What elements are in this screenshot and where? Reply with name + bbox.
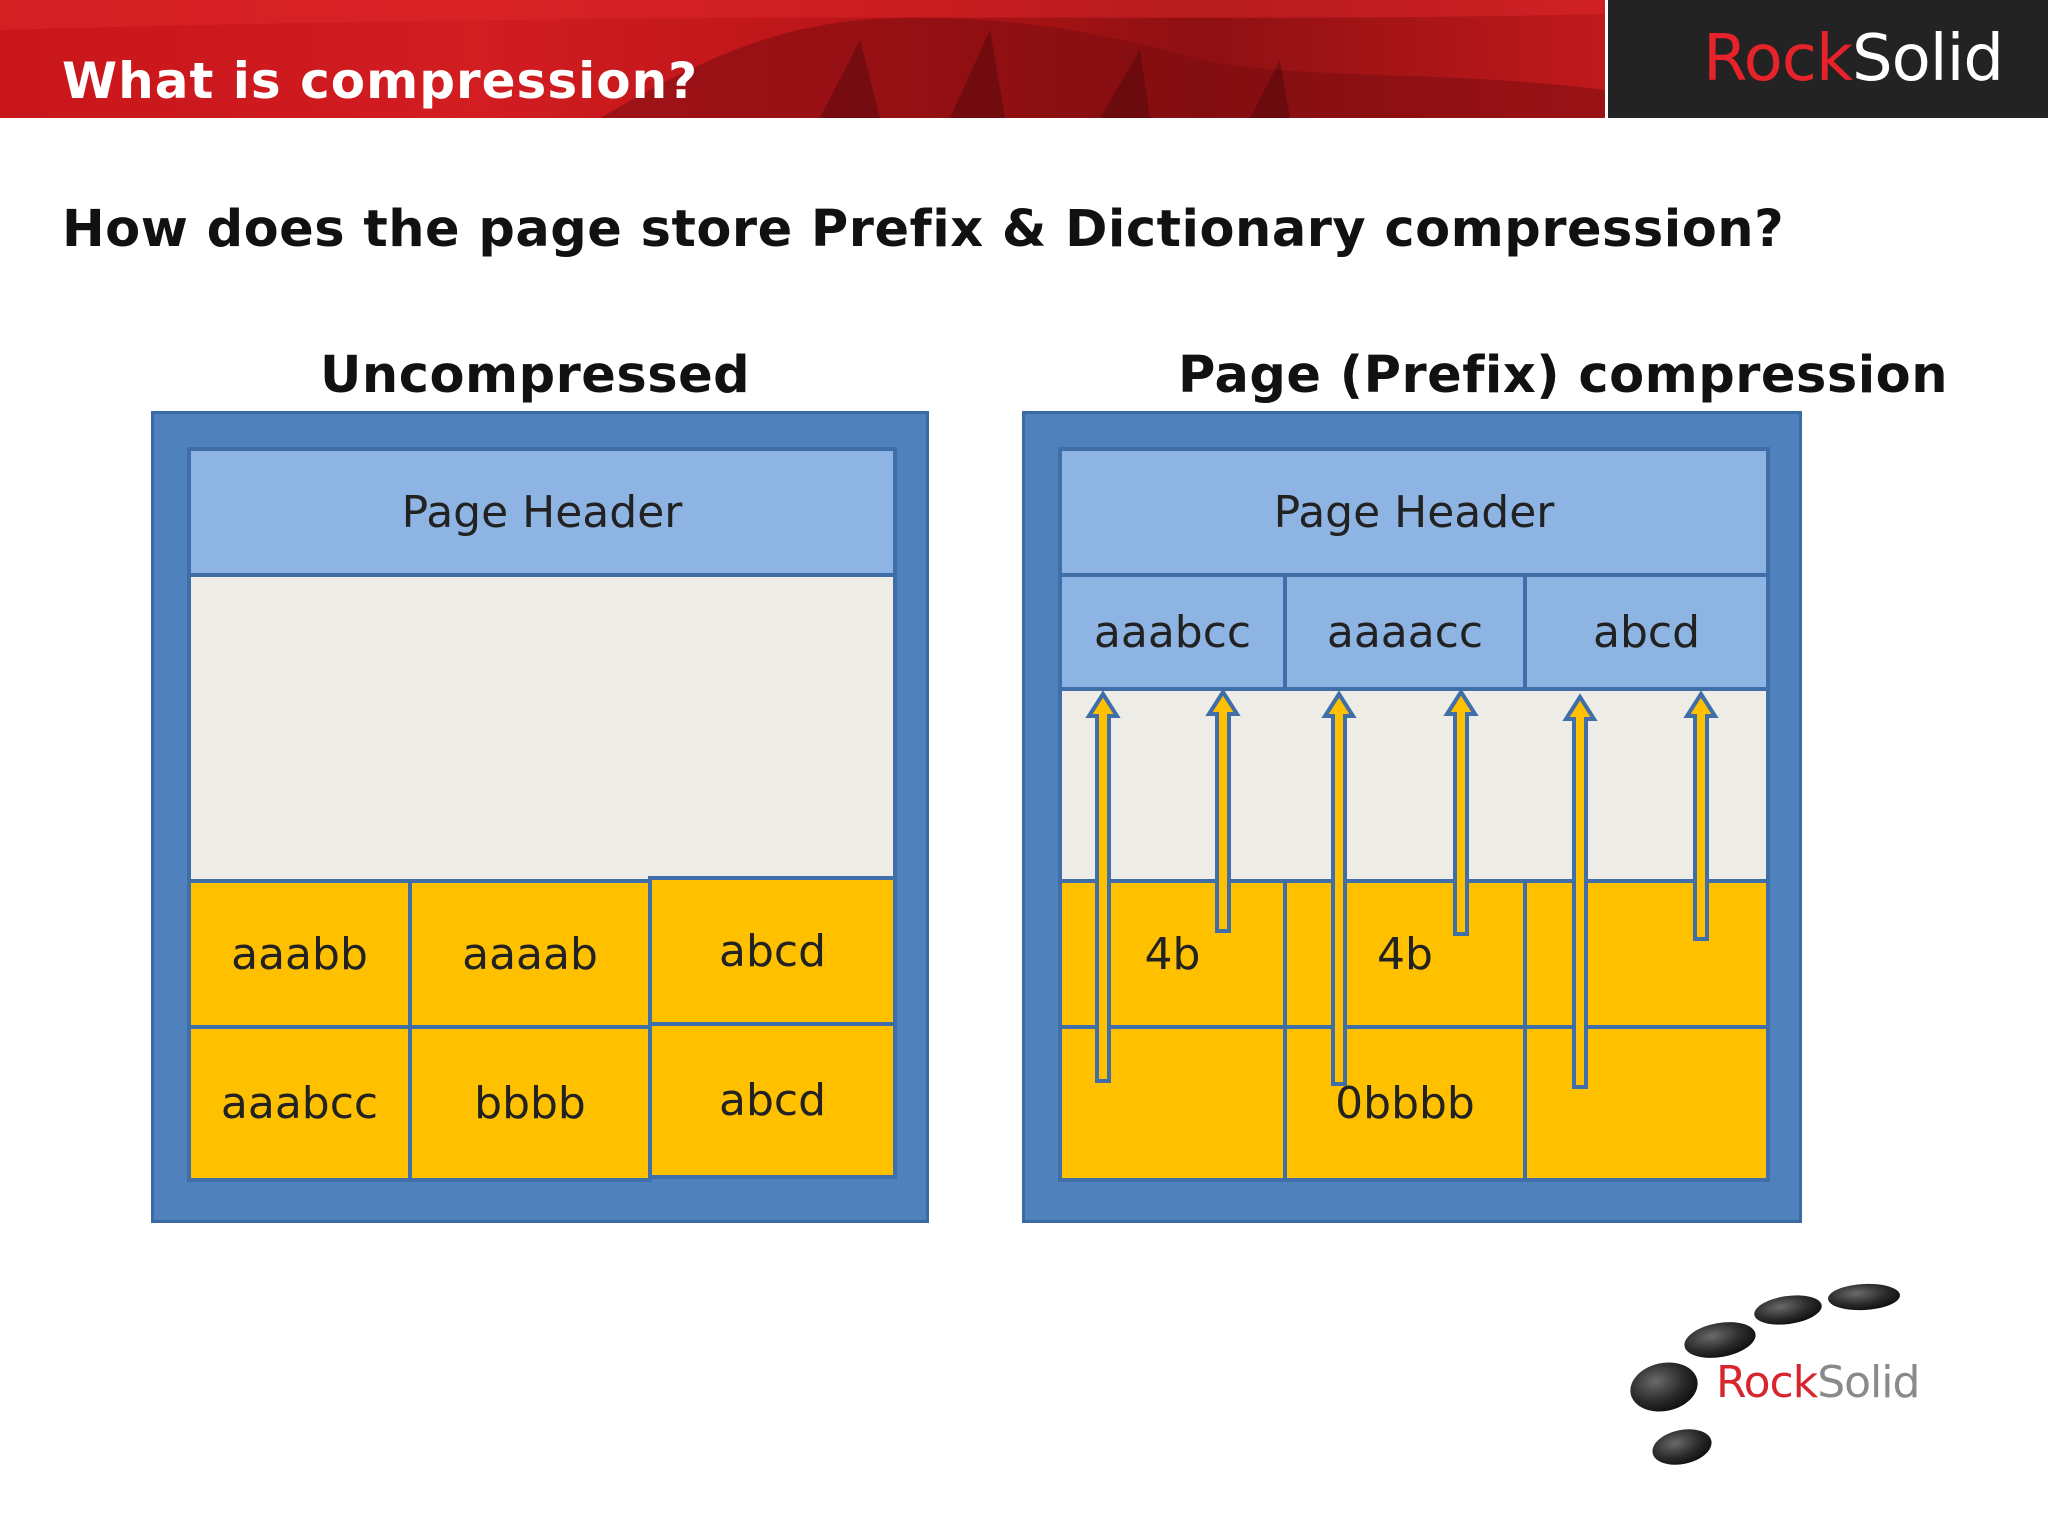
pointer-arrow (1085, 690, 1121, 1083)
data-cell (1523, 1025, 1770, 1182)
prefix-cell: aaaacc (1283, 573, 1527, 691)
footer-logo: RockSolid (1620, 1275, 1920, 1475)
pointer-arrow (1562, 693, 1598, 1089)
header-logo-text: RockSolid (1703, 22, 2004, 96)
slide-subtitle: How does the page store Prefix & Diction… (62, 200, 1785, 259)
data-cell: bbbb (408, 1025, 652, 1182)
data-cell: aaaab (408, 879, 652, 1029)
banner-photo (0, 0, 1605, 118)
uncompressed-title: Uncompressed (320, 346, 751, 405)
data-cell: 0bbbb (1283, 1025, 1527, 1182)
logo-solid: Solid (1852, 22, 2004, 96)
page-header: Page Header (187, 447, 897, 577)
data-cell: aaabb (187, 879, 412, 1029)
pointer-arrow (1205, 688, 1241, 933)
pointer-arrow (1683, 690, 1719, 941)
header-logo: RockSolid (1605, 0, 2048, 118)
pointer-arrows (1085, 688, 1719, 1089)
free-space (187, 577, 897, 879)
data-cell: abcd (648, 876, 897, 1026)
compressed-page: Page Header aaabcc aaaacc abcd 4b 4b 0bb… (1022, 411, 1802, 1223)
title-banner: What is compression? RockSolid (0, 0, 2048, 118)
prefix-cell: abcd (1523, 573, 1770, 691)
page-header: Page Header (1058, 447, 1770, 577)
footer-logo-text: RockSolid (1716, 1357, 1920, 1408)
logo-rock: Rock (1703, 22, 1853, 96)
free-space (1058, 691, 1770, 883)
slide-title: What is compression? (62, 52, 699, 110)
uncompressed-page: Page Header aaabb aaaab abcd aaabcc bbbb… (151, 411, 929, 1223)
data-cell (1523, 879, 1770, 1029)
footer-logo-solid: Solid (1817, 1357, 1920, 1408)
compressed-title: Page (Prefix) compression (1178, 346, 1949, 405)
data-cell: abcd (648, 1022, 897, 1179)
data-cell: aaabcc (187, 1025, 412, 1182)
footer-logo-rock: Rock (1716, 1357, 1818, 1408)
rocks-graphic (1630, 1283, 1900, 1465)
pointer-arrow (1443, 688, 1479, 936)
pointer-arrow (1321, 690, 1357, 1086)
